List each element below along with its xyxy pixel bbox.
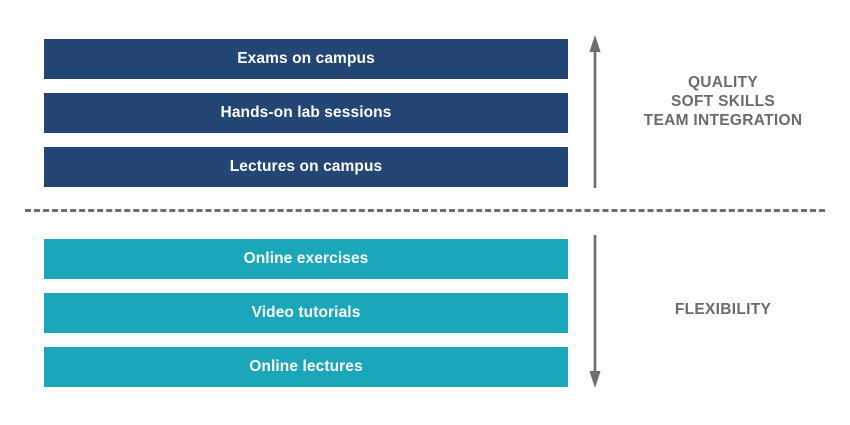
- bar-label: Exams on campus: [237, 50, 375, 68]
- bar-lectures-on-campus: Lectures on campus: [44, 147, 568, 187]
- bar-hands-on-lab-sessions: Hands-on lab sessions: [44, 93, 568, 133]
- bar-online-exercises: Online exercises: [44, 239, 568, 279]
- side-label-on-campus-benefits: QUALITY SOFT SKILLS TEAM INTEGRATION: [628, 73, 818, 130]
- bar-label: Lectures on campus: [229, 158, 383, 176]
- bar-label: Online lectures: [249, 358, 363, 376]
- dashed-divider: [25, 209, 825, 212]
- bar-exams-on-campus: Exams on campus: [44, 39, 568, 79]
- bar-label: Hands-on lab sessions: [220, 104, 392, 122]
- bar-online-lectures: Online lectures: [44, 347, 568, 387]
- bar-video-tutorials: Video tutorials: [44, 293, 568, 333]
- bar-label: Online exercises: [243, 250, 369, 268]
- bar-label: Video tutorials: [251, 304, 361, 322]
- arrow-up-icon: [588, 35, 602, 188]
- side-label-line-soft-skills: SOFT SKILLS: [670, 93, 776, 110]
- arrow-down-icon: [588, 235, 602, 388]
- side-label-line-flexibility: FLEXIBILITY: [674, 301, 772, 318]
- side-label-line-team-integration: TEAM INTEGRATION: [643, 112, 803, 129]
- side-label-line-quality: QUALITY: [687, 74, 759, 91]
- side-label-online-benefits: FLEXIBILITY: [628, 300, 818, 319]
